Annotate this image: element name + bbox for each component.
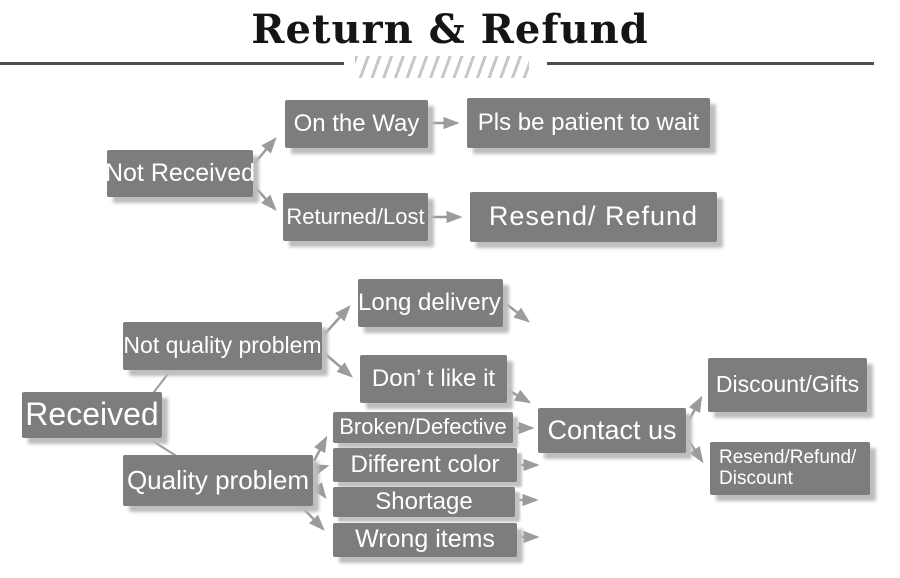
header-rule-left <box>0 62 344 65</box>
arrow-not-quality-to-dont-like <box>322 351 353 378</box>
node-label: Pls be patient to wait <box>477 108 700 136</box>
page-title: Return & Refund <box>251 6 649 53</box>
header-hatch-decoration <box>355 56 529 78</box>
arrow-long-delivery-out <box>504 302 530 323</box>
arrow-not-quality-to-long-delivery <box>322 305 351 337</box>
node-label: Not quality problem <box>123 332 322 359</box>
node-dont-like-it: Don’ t like it <box>360 355 507 403</box>
node-discount-gifts: Discount/Gifts <box>708 358 867 412</box>
arrow-not-received-to-returned-lost <box>253 185 277 211</box>
node-label-line1: Resend/Refund/ <box>719 446 857 468</box>
node-not-quality-problem: Not quality problem <box>123 322 322 370</box>
header-rule-right <box>547 62 874 65</box>
node-label: Discount/Gifts <box>715 371 860 398</box>
node-label: Returned/Lost <box>286 203 425 229</box>
node-shortage: Shortage <box>333 487 515 517</box>
node-label: Resend/ Refund <box>488 201 699 232</box>
node-label: Contact us <box>547 414 677 445</box>
arrow-dont-like-to-contact-us <box>507 388 532 404</box>
node-label-line2: Discount <box>719 467 793 489</box>
node-label: Not Received <box>104 158 256 187</box>
arrow-quality-to-wrong-items <box>300 505 325 531</box>
node-label: Broken/Defective <box>339 414 507 440</box>
node-label: On the Way <box>293 109 420 137</box>
arrow-quality-to-different-color <box>312 464 330 477</box>
node-wrong-items: Wrong items <box>333 523 517 557</box>
arrow-contact-us-to-resend-discount <box>685 437 704 464</box>
node-long-delivery: Long delivery <box>358 279 503 327</box>
node-label: Shortage <box>375 487 473 515</box>
node-broken-defective: Broken/Defective <box>333 412 513 443</box>
node-label: Long delivery <box>358 288 501 316</box>
node-label: Don’ t like it <box>371 364 496 392</box>
node-returned-lost: Returned/Lost <box>283 193 428 241</box>
node-received: Received <box>22 392 162 438</box>
node-on-the-way: On the Way <box>285 100 428 148</box>
node-label: Quality problem <box>126 465 310 496</box>
node-label: Different color <box>350 450 500 478</box>
node-label: Wrong items <box>355 525 495 554</box>
node-not-received: Not Received <box>104 150 256 197</box>
node-label: Received <box>25 396 159 433</box>
node-resend-refund-discount: Resend/Refund/ Discount <box>710 442 870 495</box>
arrow-contact-us-to-discount-gifts <box>685 395 703 425</box>
node-contact-us: Contact us <box>538 408 686 453</box>
node-quality-problem: Quality problem <box>123 455 313 506</box>
connector-received-to-quality <box>150 439 179 458</box>
arrow-quality-to-broken-defective <box>312 435 328 462</box>
connector-received-to-not-quality <box>150 370 171 397</box>
arrow-not-received-to-on-the-way <box>253 137 277 165</box>
arrow-quality-to-shortage <box>311 481 327 500</box>
node-pls-be-patient: Pls be patient to wait <box>467 98 710 148</box>
node-different-color: Different color <box>333 448 517 482</box>
node-resend-refund: Resend/ Refund <box>470 192 717 242</box>
